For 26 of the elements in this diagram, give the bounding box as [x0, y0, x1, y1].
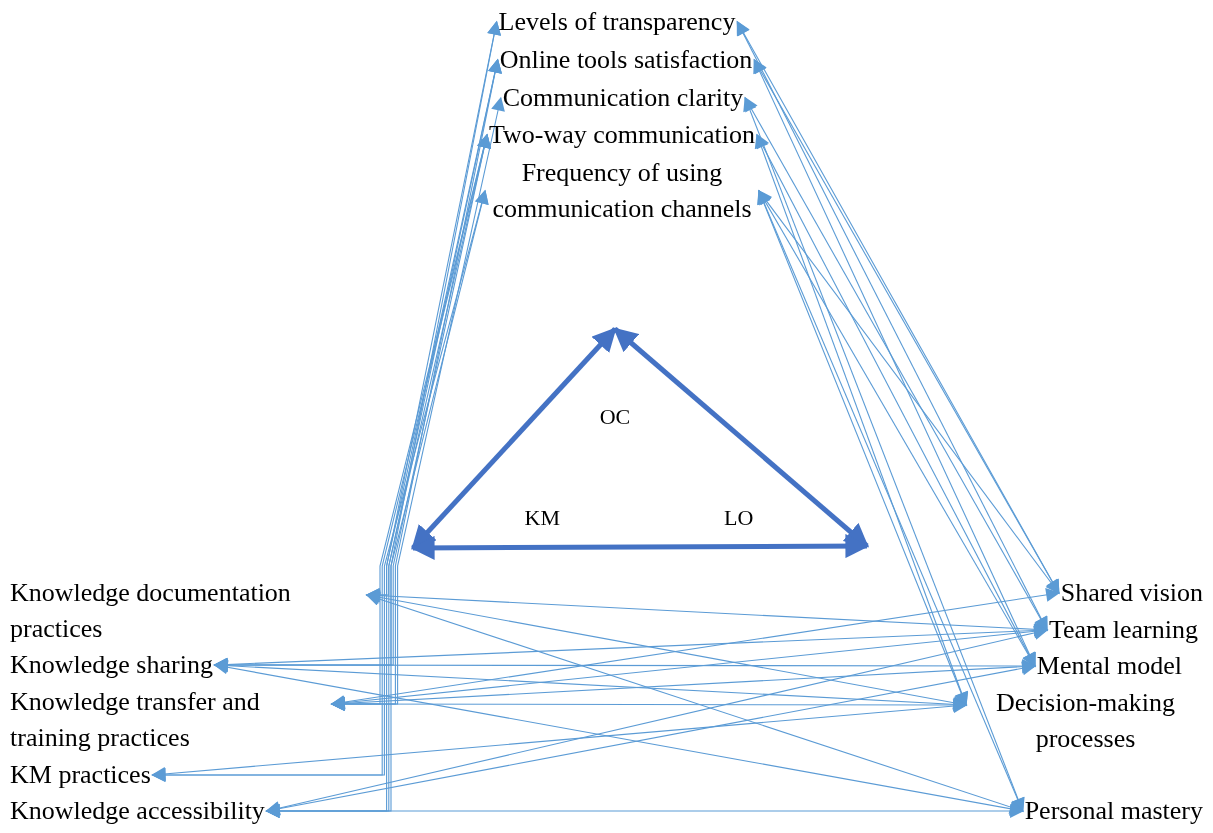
node-label: KM	[524, 505, 560, 531]
node-label: Knowledge documentation practices	[10, 578, 291, 643]
node-label: Mental model	[1036, 651, 1182, 680]
thick-arrow	[613, 327, 869, 548]
node-label: Knowledge transfer and training practices	[10, 687, 260, 752]
thick-arrow	[410, 534, 870, 560]
node-label: Personal mastery	[1024, 796, 1203, 825]
node-label: Knowledge accessibility	[10, 796, 265, 825]
node-label: Knowledge sharing	[10, 650, 213, 679]
node-label: Online tools satisfaction	[499, 45, 753, 74]
arrow	[151, 699, 968, 781]
node-label: Communication clarity	[502, 83, 744, 112]
node-label: Decision-making processes	[995, 688, 1176, 753]
node-label: OC	[599, 404, 631, 430]
node-label: Frequency of using communication channels	[492, 158, 752, 223]
arrow	[757, 189, 1025, 813]
thick-arrow	[411, 327, 617, 550]
node-label: Two-way communication	[488, 120, 756, 149]
arrow	[265, 804, 1025, 818]
node-label: KM practices	[10, 760, 151, 789]
node-label: Levels of transparency	[498, 7, 736, 36]
arrow	[365, 592, 1024, 814]
node-label: LO	[724, 505, 754, 531]
node-label: Shared vision	[1060, 578, 1203, 607]
node-label: Team learning	[1048, 615, 1198, 644]
arrow	[758, 189, 1060, 595]
